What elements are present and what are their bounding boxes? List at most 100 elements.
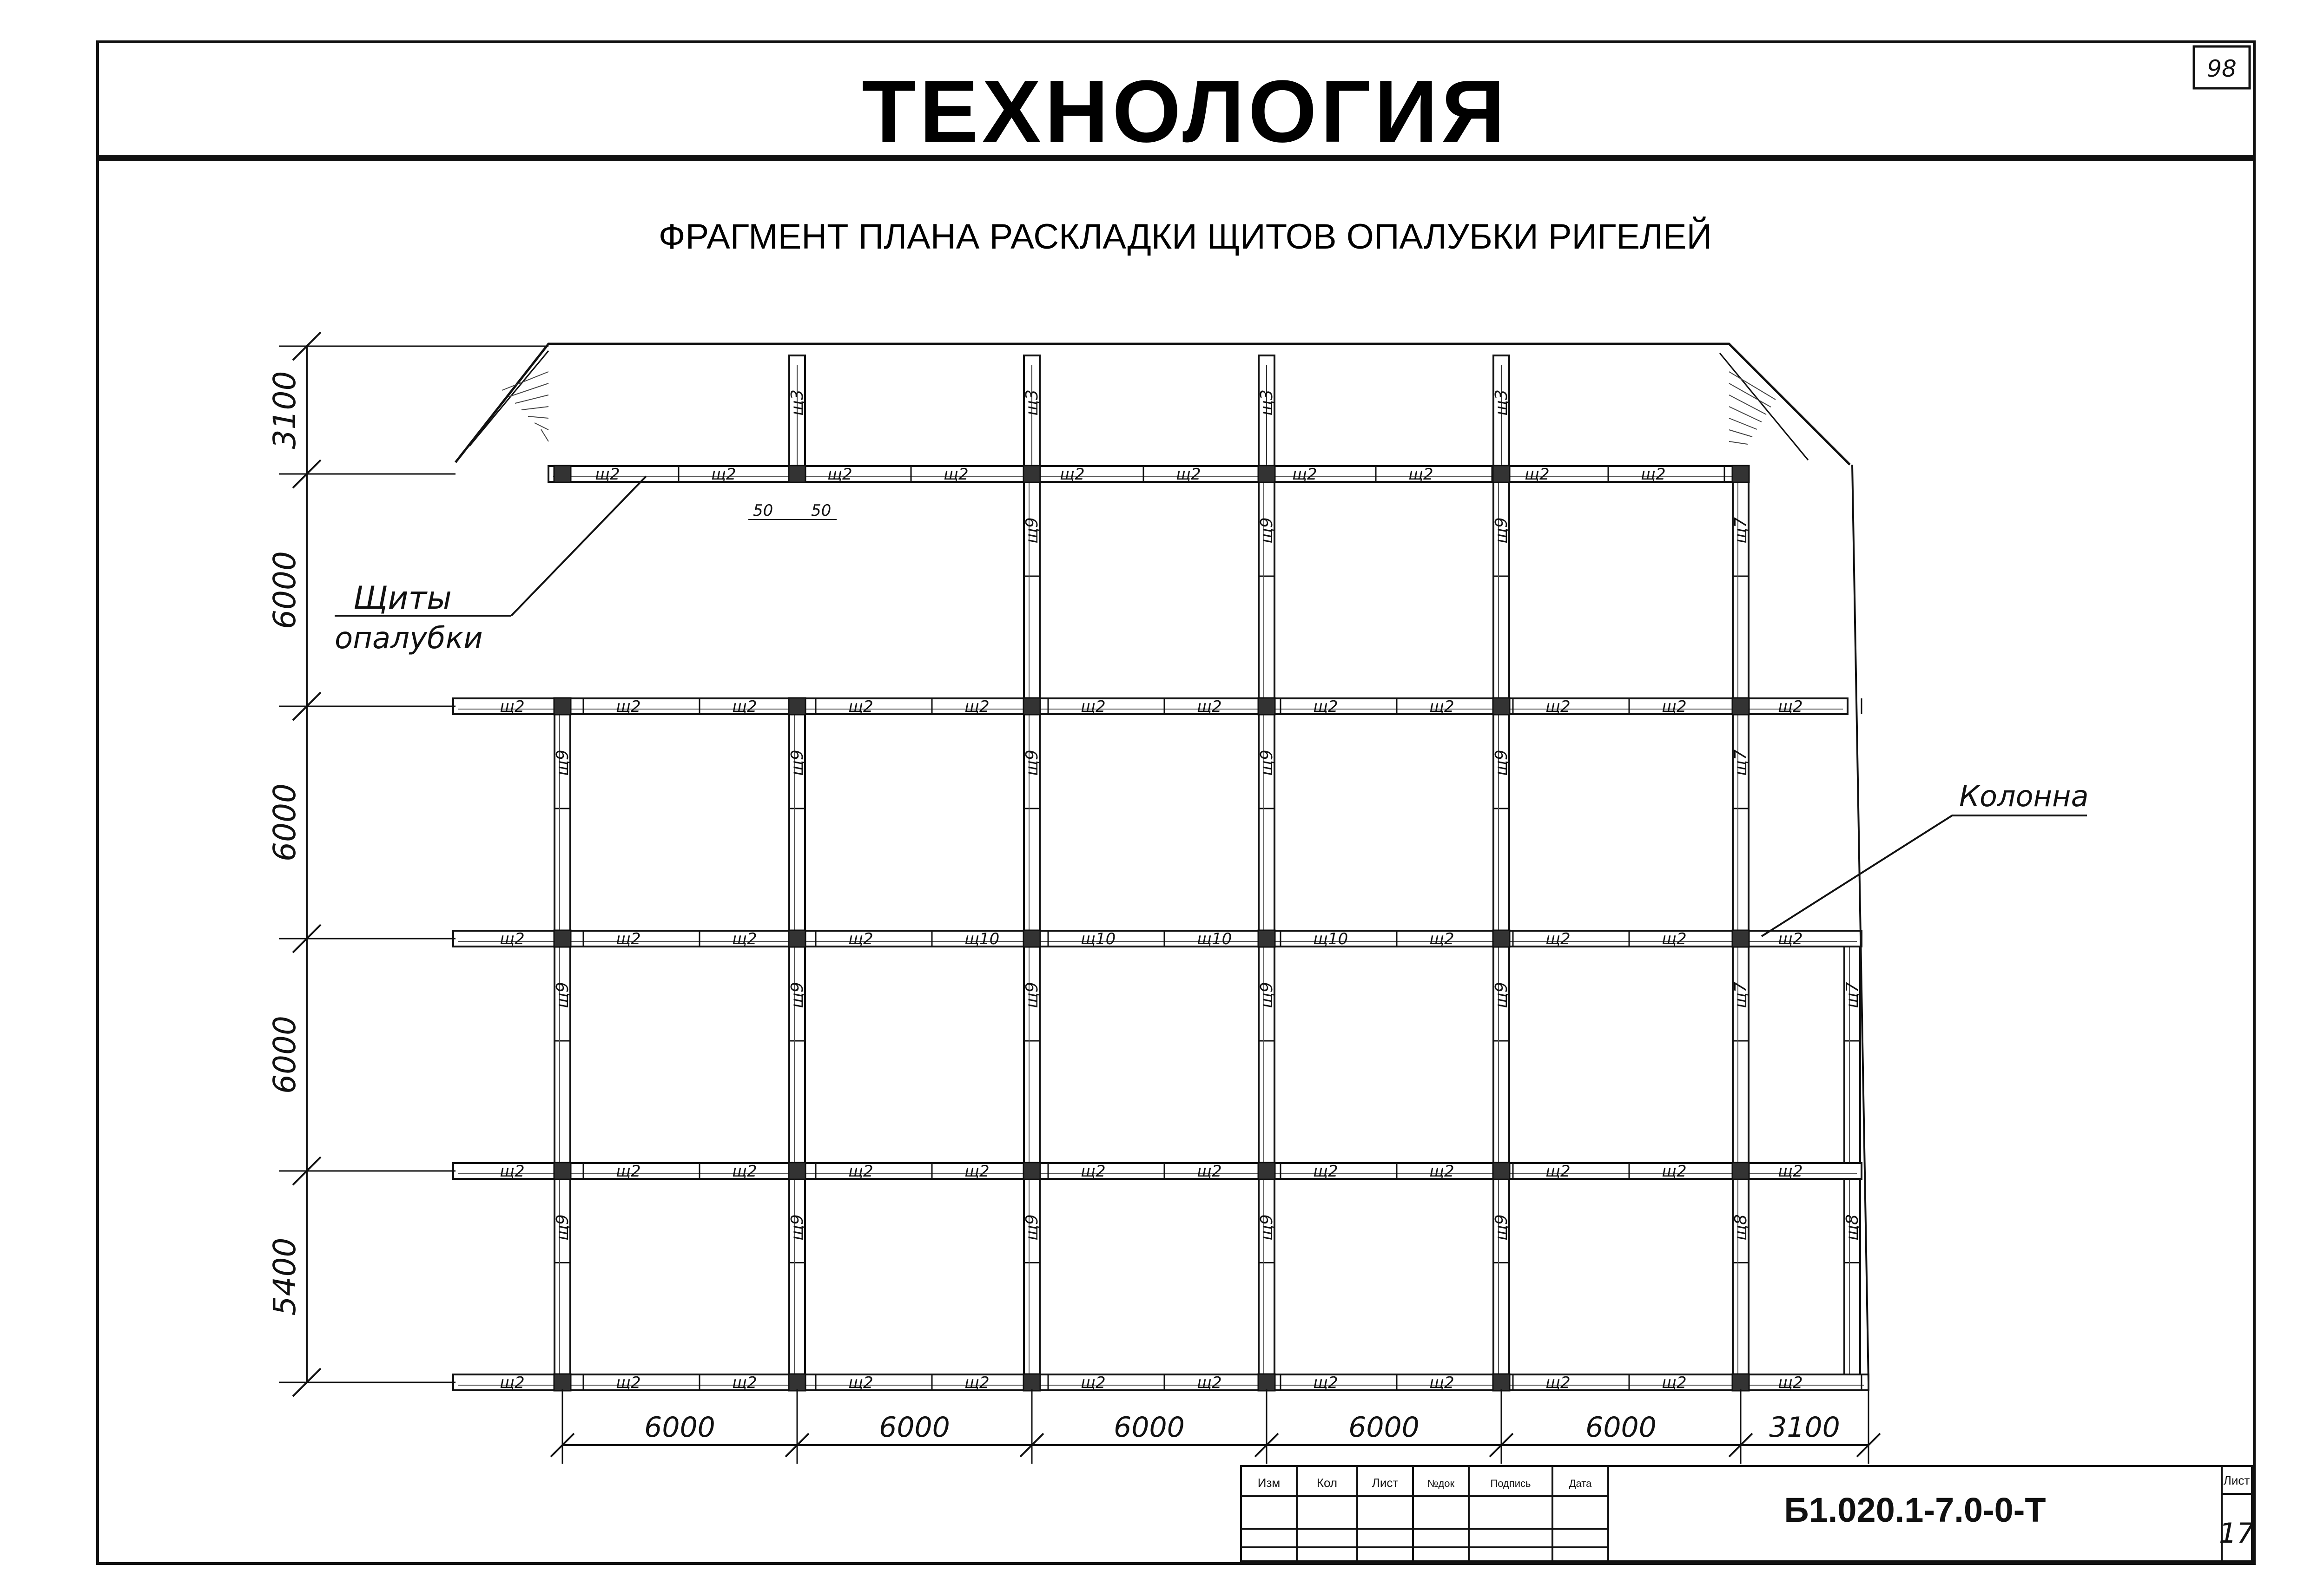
column-beam — [1492, 1170, 1510, 1383]
panel-label-sch2: щ2 — [1545, 1374, 1571, 1392]
column-callout: Колонна — [1761, 779, 2089, 937]
column-beam — [1023, 1170, 1041, 1383]
panel-label-sch9: щ9 — [1257, 749, 1276, 776]
column-beam — [1258, 1170, 1275, 1383]
hatch-line — [1729, 429, 1753, 437]
panel-label-sch2: щ2 — [1292, 465, 1317, 484]
column-beam — [1843, 1170, 1861, 1383]
column-node — [1257, 929, 1276, 948]
panel-label-sch2: щ2 — [1081, 697, 1106, 716]
hatch-line — [541, 429, 549, 442]
panel-label-sch10: щ10 — [1081, 930, 1116, 948]
panel-label-sch2: щ2 — [1429, 1374, 1454, 1392]
panel-label-sch2: щ2 — [1197, 1374, 1222, 1392]
column-node — [553, 929, 572, 948]
hatch-line — [502, 371, 549, 391]
panel-label-sch2: щ2 — [500, 697, 525, 716]
panel-label-sch9: щ9 — [788, 749, 807, 776]
right-boundary — [1851, 464, 1869, 1383]
panel-label-sch7: щ7 — [1843, 982, 1862, 1008]
panel-label-sch2: щ2 — [1429, 697, 1454, 716]
column-beam — [1023, 473, 1041, 707]
panel-label-sch2: щ2 — [732, 697, 757, 716]
panel-label-sch2: щ2 — [595, 465, 620, 484]
column-node — [1023, 465, 1041, 483]
panel-label-sch2: щ2 — [1060, 465, 1085, 484]
panel-label-sch3: щ3 — [1023, 389, 1042, 416]
column-beam — [1732, 938, 1750, 1172]
roof-hatch — [1719, 353, 1809, 460]
panel-label-sch9: щ9 — [1257, 517, 1276, 544]
column-beam — [1492, 938, 1510, 1172]
tb-sheet-number: 17 — [2219, 1517, 2254, 1550]
column-beam — [1732, 1170, 1750, 1383]
column-beam — [1843, 938, 1861, 1172]
panel-label-sch3: щ3 — [1492, 389, 1511, 416]
panel-label-sch2: щ2 — [964, 1374, 990, 1392]
column-node — [1492, 929, 1511, 948]
panel-label-sch9: щ9 — [553, 1214, 572, 1241]
panel-label-sch9: щ9 — [1492, 1214, 1511, 1241]
column-node — [1257, 465, 1276, 483]
panel-label-sch10: щ10 — [1197, 930, 1232, 948]
left-dimension-value: 5400 — [267, 1238, 303, 1316]
column-beam — [788, 1170, 806, 1383]
panel-label-sch3: щ3 — [788, 389, 807, 416]
roof-outline — [455, 342, 1851, 466]
panel-label-sch2: щ2 — [732, 1162, 757, 1181]
sheet-frame — [96, 40, 2256, 1565]
panel-label-sch2: щ2 — [1545, 930, 1571, 948]
tb-col-izm: Изм — [1258, 1476, 1280, 1490]
panel-label-sch2: щ2 — [1525, 465, 1550, 484]
column-beam — [1258, 473, 1275, 707]
column-beam — [1023, 705, 1041, 940]
shields-callout-line1: Щиты — [353, 580, 452, 617]
column-node — [1023, 929, 1041, 948]
hatch-line — [521, 406, 549, 410]
column-beam — [788, 938, 806, 1172]
panel-label-sch2: щ2 — [1313, 1374, 1338, 1392]
girder-beam — [452, 697, 1849, 715]
gap-dimension-left: 50 — [753, 501, 773, 520]
hatch-line — [515, 394, 549, 404]
hatch-line — [508, 383, 549, 397]
panel-label-sch7: щ7 — [1731, 982, 1750, 1008]
panel-label-sch7: щ7 — [1731, 749, 1750, 776]
column-beam — [1492, 705, 1510, 940]
panel-label-sch2: щ2 — [1778, 697, 1803, 716]
document-code: Б1.020.1-7.0-0-Т — [1784, 1491, 2046, 1529]
panel-label-sch9: щ9 — [1257, 1214, 1276, 1241]
column-node — [1492, 1162, 1511, 1180]
panel-label-sch2: щ2 — [1662, 930, 1687, 948]
column-node — [1492, 697, 1511, 716]
tb-sheet-label: Лист — [2224, 1473, 2250, 1487]
gap-dimension-right: 50 — [811, 501, 831, 520]
column-beam — [554, 705, 571, 940]
column-beam — [1023, 938, 1041, 1172]
panel-label-sch2: щ2 — [964, 697, 990, 716]
corner-number: 98 — [2207, 55, 2237, 82]
panel-label-sch2: щ2 — [848, 930, 873, 948]
header-title: ТЕХНОЛОГИЯ — [862, 62, 1509, 161]
panel-label-sch2: щ2 — [848, 1162, 873, 1181]
panel-label-sch9: щ9 — [1492, 517, 1511, 544]
panel-label-sch2: щ2 — [1081, 1162, 1106, 1181]
bottom-dimension-value: 6000 — [1585, 1411, 1657, 1444]
column-node — [553, 1373, 572, 1392]
tb-col-ndoc: №док — [1427, 1478, 1455, 1489]
column-node — [788, 1373, 806, 1392]
title-block-text: Изм Кол Лист №док Подпись Дата Б1.020.1-… — [1258, 1473, 2254, 1550]
panel-label-sch9: щ9 — [1257, 982, 1276, 1008]
panel-label-sch2: щ2 — [964, 1162, 990, 1181]
column-node — [1731, 1162, 1750, 1180]
panel-label-sch2: щ2 — [616, 1374, 641, 1392]
panel-label-sch2: щ2 — [827, 465, 852, 484]
panel-label-sch7: щ7 — [1731, 517, 1750, 544]
panel-label-sch2: щ2 — [616, 697, 641, 716]
column-node — [1023, 1162, 1041, 1180]
girder-beam — [452, 930, 1862, 947]
panel-label-sch9: щ9 — [788, 1214, 807, 1241]
column-beam — [554, 1170, 571, 1383]
panel-label-sch9: щ9 — [1023, 517, 1042, 544]
column-beam — [1732, 705, 1750, 940]
